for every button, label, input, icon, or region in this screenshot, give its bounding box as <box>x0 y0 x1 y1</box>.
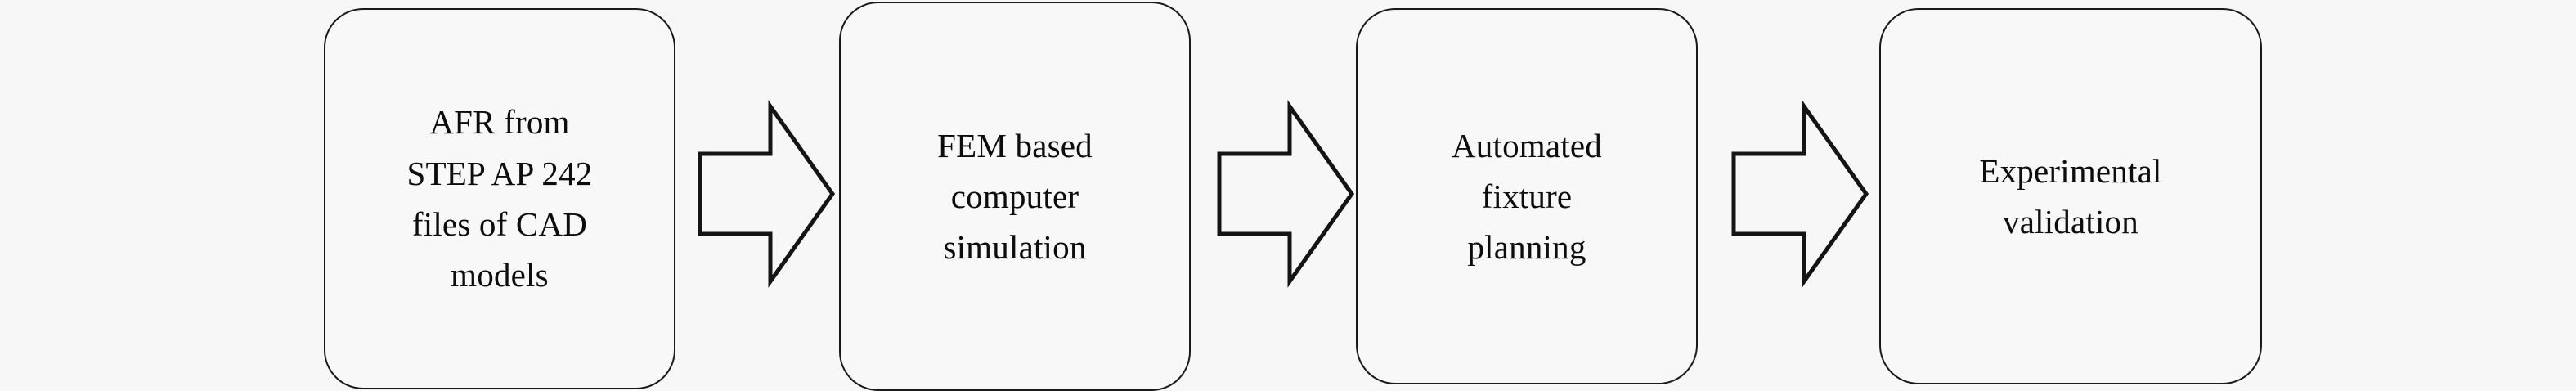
process-box-step-3[interactable]: Automated fixture planning <box>1356 8 1698 384</box>
process-box-step-1[interactable]: AFR from STEP AP 242 files of CAD models <box>324 8 675 389</box>
process-box-label-step-2: FEM based computer simulation <box>937 126 1093 267</box>
process-box-label-step-3: Automated fixture planning <box>1452 126 1602 267</box>
block-arrow-right-icon-3 <box>1730 103 1869 285</box>
process-box-step-4[interactable]: Experimental validation <box>1879 8 2262 384</box>
block-arrow-right-icon-2 <box>1216 103 1355 285</box>
process-box-label-step-1: AFR from STEP AP 242 files of CAD models <box>406 103 593 294</box>
process-box-step-2[interactable]: FEM based computer simulation <box>839 2 1191 391</box>
process-box-label-step-4: Experimental validation <box>1979 151 2162 240</box>
block-arrow-right-icon-1 <box>697 103 836 285</box>
